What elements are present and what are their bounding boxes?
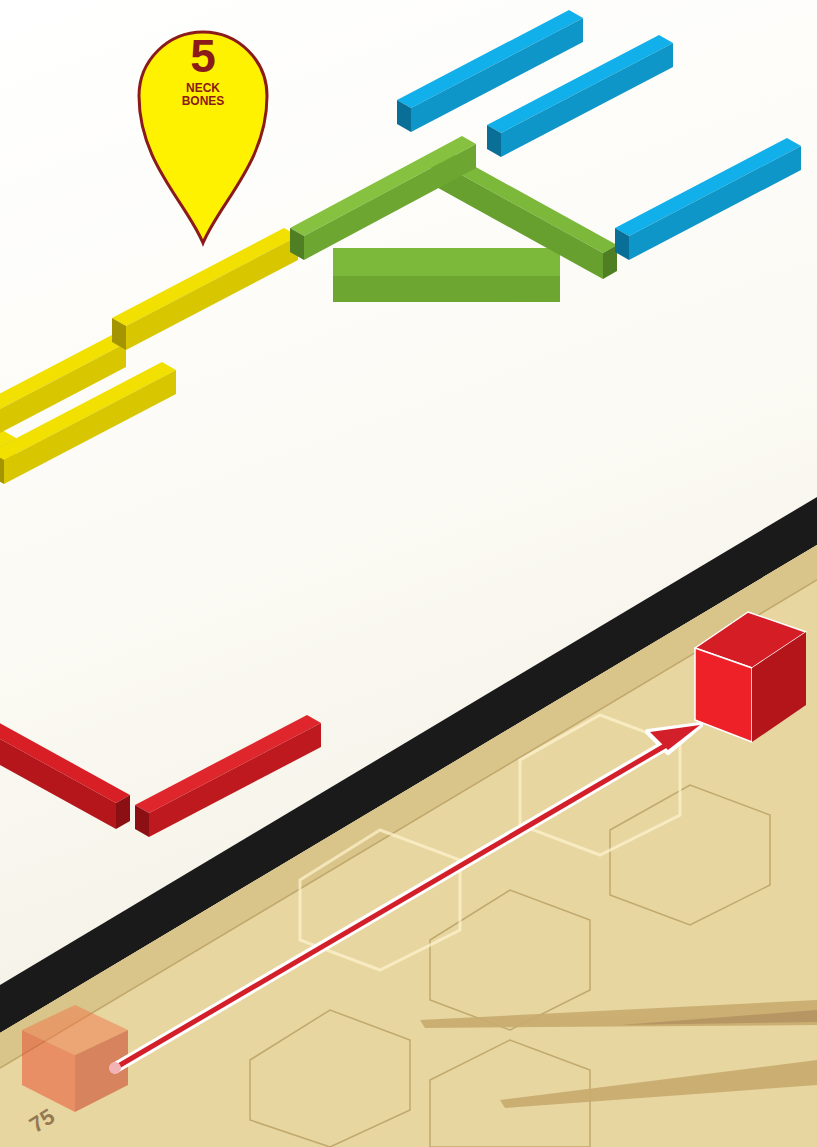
- blue-sticks: [397, 10, 801, 260]
- callout-number: 5: [136, 32, 270, 80]
- start-cube: [22, 1005, 128, 1112]
- red-sticks: [0, 690, 321, 837]
- map-pin-callout: 5NECK BONES: [136, 12, 270, 248]
- move-arrow: [109, 725, 700, 1074]
- yellow-sticks: [0, 228, 298, 552]
- game-board: [0, 497, 817, 1147]
- red-cube: [695, 612, 806, 742]
- green-sticks: [290, 136, 617, 302]
- callout-caption: NECK BONES: [173, 82, 233, 108]
